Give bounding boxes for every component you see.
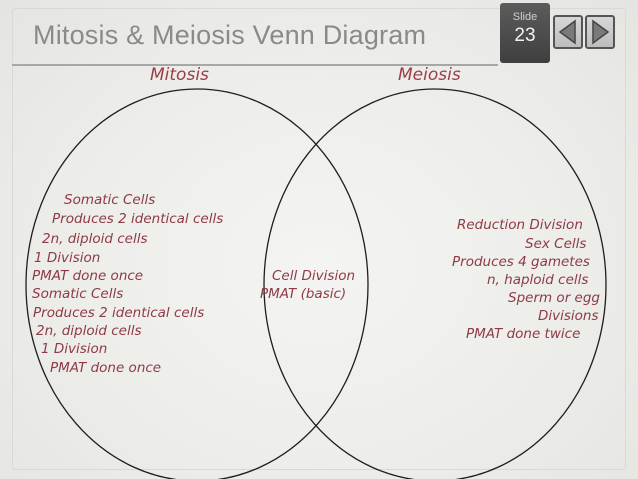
meiosis-item: Produces 4 gametes <box>452 254 590 270</box>
shared-item: PMAT (basic) <box>260 286 347 302</box>
next-slide-button[interactable] <box>585 15 615 49</box>
mitosis-label: Mitosis <box>150 65 209 85</box>
slide-label: Slide <box>512 11 538 23</box>
meiosis-item: n, haploid cells <box>487 272 589 288</box>
slide-frame <box>12 8 626 470</box>
slide-number-badge: Slide 23 <box>500 3 550 63</box>
mitosis-item: PMAT done once <box>50 360 162 376</box>
previous-slide-button[interactable] <box>553 15 583 49</box>
meiosis-item: Sex Cells <box>525 236 587 252</box>
mitosis-circle <box>25 88 369 479</box>
meiosis-item: Reduction Division <box>457 217 583 233</box>
triangle-left-icon <box>558 19 576 45</box>
slide-number: 23 <box>514 25 536 46</box>
mitosis-item: Produces 2 identical cells <box>33 305 205 321</box>
meiosis-item: PMAT done twice <box>466 326 581 342</box>
mitosis-item: 2n, diploid cells <box>42 231 148 247</box>
meiosis-circle <box>263 88 607 479</box>
title-underline <box>12 64 498 66</box>
mitosis-item: Somatic Cells <box>32 286 124 302</box>
mitosis-item: Produces 2 identical cells <box>52 211 224 227</box>
meiosis-item: Sperm or egg <box>508 290 600 306</box>
shared-item: Cell Division <box>272 268 356 284</box>
mitosis-item: 1 Division <box>41 341 108 357</box>
mitosis-item: 2n, diploid cells <box>36 323 142 339</box>
meiosis-item: Divisions <box>538 308 599 324</box>
slide-title: Mitosis & Meiosis Venn Diagram <box>33 20 427 50</box>
triangle-right-icon <box>592 19 610 45</box>
mitosis-item: 1 Division <box>34 250 101 266</box>
mitosis-item: Somatic Cells <box>64 192 156 208</box>
meiosis-label: Meiosis <box>398 65 461 85</box>
mitosis-item: PMAT done once <box>32 268 144 284</box>
